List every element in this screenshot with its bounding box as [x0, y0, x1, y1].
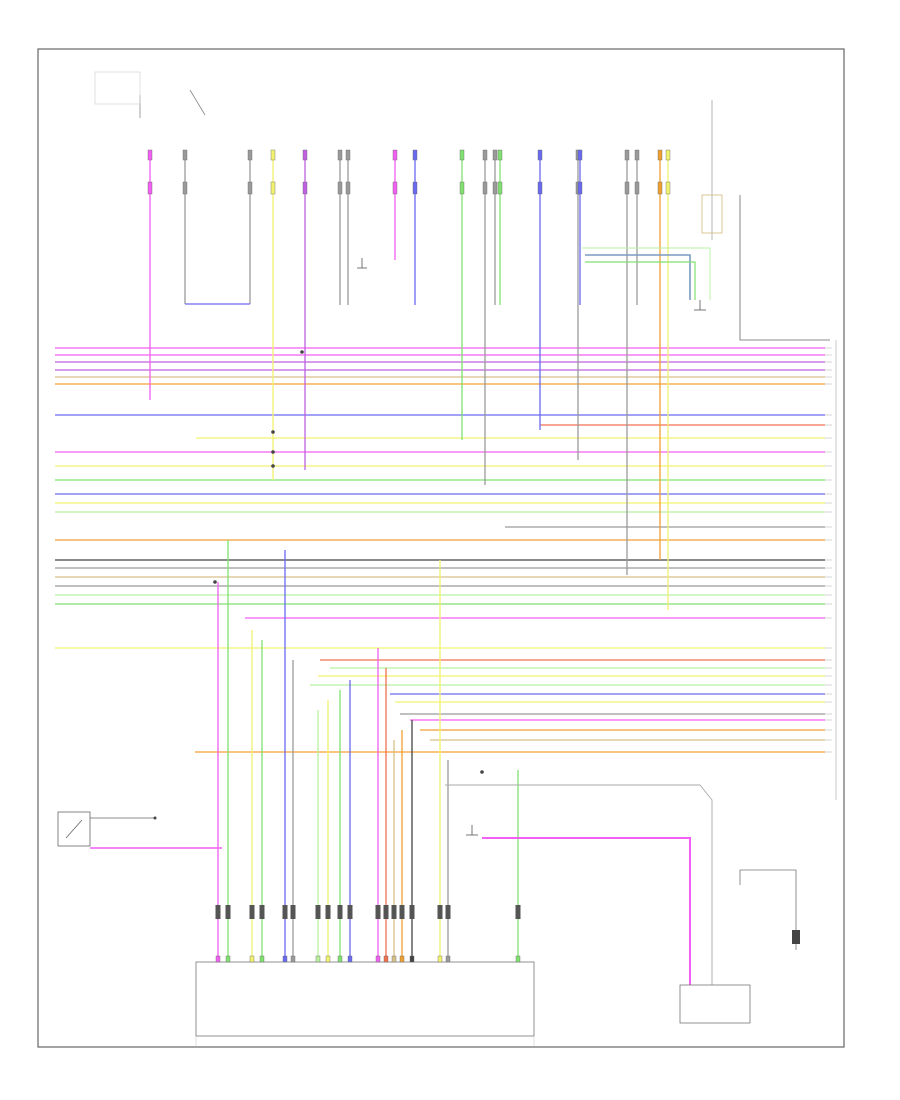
ecu-pin-terminal [347, 955, 353, 963]
ecu-pin-terminal [225, 955, 231, 963]
inline-connector [392, 181, 398, 195]
top-connector-pin [634, 149, 640, 161]
ecu-pin [437, 905, 443, 919]
pink-harness-loop [482, 837, 691, 985]
ecu-pin-terminal [249, 955, 255, 963]
ground-symbol [694, 300, 706, 311]
ecu-pin [337, 905, 343, 919]
top-connector-group [147, 149, 671, 195]
bus-wire-group [55, 347, 832, 753]
inline-connector [634, 181, 640, 195]
ground-symbol [466, 825, 478, 836]
inline-connector [482, 181, 488, 195]
top-connector-pin [182, 149, 188, 161]
inline-connector [537, 181, 543, 195]
top-right-component [701, 100, 830, 341]
inline-connector [412, 181, 418, 195]
ecu-pin-terminal [290, 955, 296, 963]
ecu-pin-terminal [215, 955, 221, 963]
inline-connector [624, 181, 630, 195]
top-connector-pin [337, 149, 343, 161]
ecu-pin-terminal [515, 955, 521, 963]
ecu-pin [249, 905, 255, 919]
inline-connector [147, 181, 153, 195]
bottom-right-sensor [739, 869, 800, 950]
ground-symbol [357, 258, 367, 269]
inline-connector [345, 181, 351, 195]
top-left-component [94, 71, 206, 118]
switch-component [57, 811, 222, 849]
top-connector-pin [497, 149, 503, 161]
top-connector-pin [270, 149, 276, 161]
ecu-pin [347, 905, 353, 919]
top-connector-pin [392, 149, 398, 161]
ecu-pin-terminal [282, 955, 288, 963]
ecu-pin [282, 905, 288, 919]
inline-connector [459, 181, 465, 195]
top-connector-pin [459, 149, 465, 161]
ecu-pin [290, 905, 296, 919]
top-connector-pin [412, 149, 418, 161]
ecu-pin-group [215, 905, 521, 963]
ecu-pin-terminal [409, 955, 415, 963]
inline-connector [577, 181, 583, 195]
top-connector-pin [665, 149, 671, 161]
ecu-pin [215, 905, 221, 919]
inline-connector [302, 181, 308, 195]
ecu-pin [259, 905, 265, 919]
ecu-pin [399, 905, 405, 919]
ecu-pin [325, 905, 331, 919]
ecu-pin-terminal [337, 955, 343, 963]
top-connector-pin [147, 149, 153, 161]
vertical-wire-group [149, 150, 669, 962]
inline-connector [247, 181, 253, 195]
ecu-pin [391, 905, 397, 919]
top-connector-pin [577, 149, 583, 161]
ecu-pin [315, 905, 321, 919]
ecu-pin-terminal [325, 955, 331, 963]
inline-connector [497, 181, 503, 195]
throttle-module [679, 984, 751, 1024]
ground-symbol-group [357, 258, 706, 836]
top-connector-pin [482, 149, 488, 161]
top-connector-pin [247, 149, 253, 161]
inline-connector [657, 181, 663, 195]
ecu-connector-block [195, 905, 535, 1046]
diagram-frame [37, 48, 845, 1048]
ecu-pin [383, 905, 389, 919]
inline-connector [665, 181, 671, 195]
ecu-pin-terminal [445, 955, 451, 963]
top-connector-pin [345, 149, 351, 161]
upper-right-splice [582, 247, 711, 300]
ecu-pin-terminal [391, 955, 397, 963]
inline-connector [492, 181, 498, 195]
gray-harness-loop [445, 784, 713, 985]
top-connector-pin [302, 149, 308, 161]
ecu-pin-terminal [259, 955, 265, 963]
ecu-pin-terminal [315, 955, 321, 963]
ecu-pin [225, 905, 231, 919]
junction-group [213, 350, 484, 774]
ecu-pin-terminal [383, 955, 389, 963]
ecu-pin [409, 905, 415, 919]
ecu-pin-terminal [399, 955, 405, 963]
top-connector-pin [657, 149, 663, 161]
ecu-pin-terminal [375, 955, 381, 963]
inline-connector [337, 181, 343, 195]
ecu-pin [375, 905, 381, 919]
top-connector-pin [492, 149, 498, 161]
top-connector-pin [624, 149, 630, 161]
ecu-pin [515, 905, 521, 919]
top-connector-pin [537, 149, 543, 161]
ecu-pin-terminal [437, 955, 443, 963]
ecu-pin [445, 905, 451, 919]
inline-connector [270, 181, 276, 195]
inline-connector [182, 181, 188, 195]
